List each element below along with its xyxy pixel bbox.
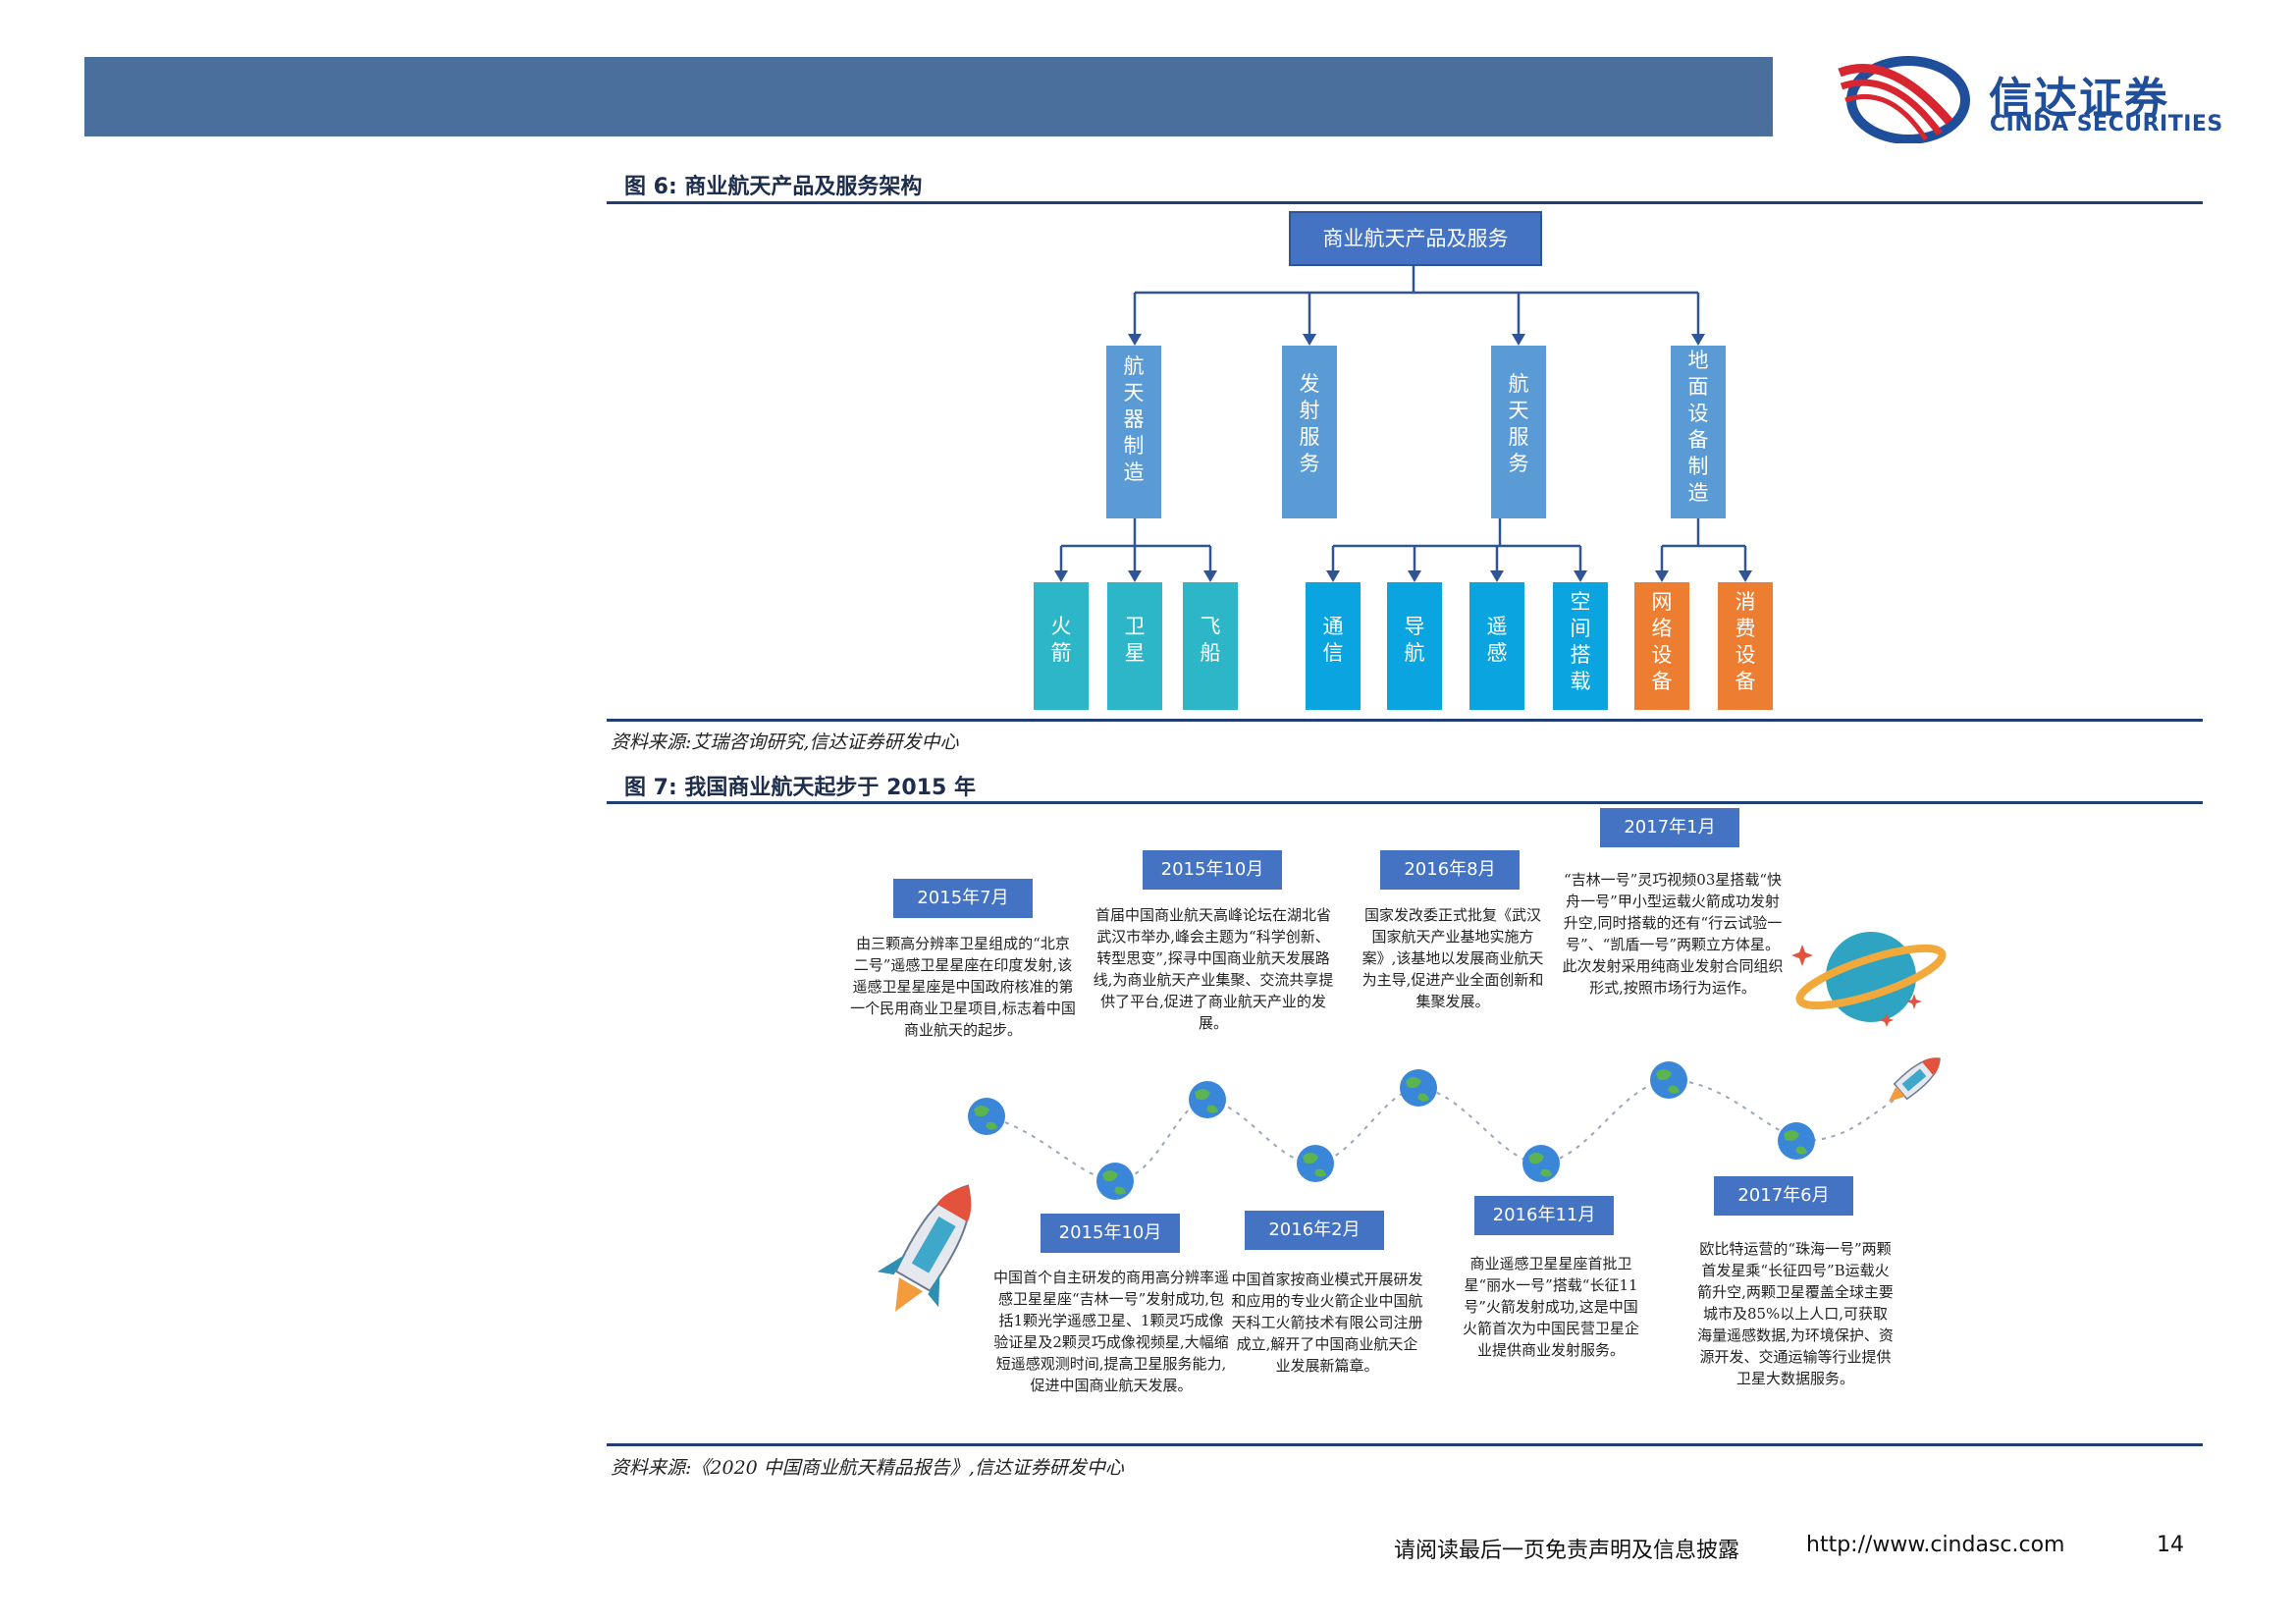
globe-icon — [1400, 1069, 1437, 1107]
figure6-leaf-box — [1306, 582, 1361, 710]
figure6-leaf-box — [1553, 582, 1608, 710]
header-bar — [84, 57, 1773, 136]
figure7-source: 资料来源:《2020 中国商业航天精品报告》,信达证券研发中心 — [611, 1457, 1124, 1479]
figure6-leaf-label: 火箭 — [1051, 615, 1072, 665]
timeline-event-text: 国家发改委正式批复《武汉国家航天产业基地实施方案》,该基地以发展商业航天为主导,… — [1362, 906, 1544, 1010]
figure6-root-label: 商业航天产品及服务 — [1323, 227, 1509, 250]
figure6-category-box — [1282, 346, 1337, 518]
globe-icon — [1189, 1081, 1226, 1118]
timeline-date-label: 2017年6月 — [1714, 1176, 1853, 1216]
logo-chinese-name: 信达证券 — [1989, 74, 2169, 124]
timeline-event-text: 中国首家按商业模式开展研发和应用的专业火箭企业中国航天科工火箭技术有限公司注册成… — [1231, 1271, 1423, 1375]
figure6-category-box — [1106, 346, 1161, 518]
globe-icon — [1778, 1122, 1815, 1160]
figure6-leaf-label: 网络设备 — [1652, 590, 1673, 693]
figure6-leaf-label: 导航 — [1405, 615, 1425, 665]
globe-icon — [1297, 1145, 1334, 1182]
figure6-source: 资料来源:艾瑞咨询研究,信达证券研发中心 — [611, 731, 959, 753]
figure6-category-label: 发射服务 — [1300, 372, 1320, 475]
globe-icon — [1522, 1145, 1560, 1182]
figure6-leaf-box — [1107, 582, 1162, 710]
figure6-title: 图 6: 商业航天产品及服务架构 — [624, 175, 923, 199]
figure7-bottom-rule — [607, 1443, 2203, 1446]
figure6-leaf-label: 消费设备 — [1735, 590, 1756, 693]
rocket-icon — [1888, 1057, 1941, 1102]
figure6-root-box — [1289, 211, 1542, 266]
cinda-logo-mark-icon — [1838, 56, 1970, 143]
timeline-date-label: 2015年10月 — [1041, 1214, 1180, 1253]
timeline-event-text: 商业遥感卫星星座首批卫星“丽水一号”搭载“长征11号”火箭发射成功,这是中国火箭… — [1462, 1255, 1639, 1359]
globe-icon — [1650, 1061, 1687, 1099]
figure6-connectors — [1059, 265, 1747, 572]
planet-icon — [1795, 932, 1947, 1022]
figure6-leaf-box — [1718, 582, 1773, 710]
figure6-category-label: 地面设备制造 — [1688, 349, 1709, 505]
globe-icon — [1096, 1163, 1134, 1200]
logo-english-name: CINDA SECURITIES — [1990, 112, 2223, 136]
sparkle-icon — [1791, 945, 1922, 1027]
timeline-event-text: “吉林一号”灵巧视频03星搭载“快舟一号”甲小型运载火箭成功发射升空,同时搭载的… — [1562, 871, 1784, 997]
figure6-category-label: 航天器制造 — [1124, 354, 1145, 484]
timeline-date-label: 2016年2月 — [1245, 1211, 1384, 1250]
timeline-event-text: 首届中国商业航天高峰论坛在湖北省武汉市举办,峰会主题为“科学创新、转型思变”,探… — [1093, 906, 1334, 1032]
timeline-date-label: 2015年10月 — [1143, 850, 1282, 890]
figure6-leaf-box — [1469, 582, 1524, 710]
figure6-leaf-label: 飞船 — [1201, 615, 1221, 665]
figure7-title: 图 7: 我国商业航天起步于 2015 年 — [624, 776, 976, 800]
page-number: 14 — [2157, 1533, 2184, 1557]
timeline-date-label: 2015年7月 — [893, 879, 1033, 918]
figure6-leaf-label: 空间搭载 — [1571, 590, 1591, 693]
figure6-top-rule — [607, 201, 2203, 204]
figure7-top-rule — [607, 801, 2203, 804]
figure6-category-label: 航天服务 — [1509, 372, 1529, 475]
timeline-date-label: 2016年8月 — [1380, 850, 1520, 890]
timeline-event-text: 由三颗高分辨率卫星组成的“北京二号”遥感卫星星座在印度发射,该遥感卫星星座是中国… — [850, 935, 1076, 1039]
figure6-category-box — [1491, 346, 1546, 518]
figure6-category-box — [1671, 346, 1726, 518]
figure6-leaf-box — [1034, 582, 1089, 710]
timeline-date-label: 2016年11月 — [1474, 1196, 1614, 1235]
figure6-leaf-box — [1634, 582, 1689, 710]
cinda-logo: 信达证券 CINDA SECURITIES — [1832, 53, 2222, 143]
timeline-date-label: 2017年1月 — [1600, 808, 1739, 847]
disclaimer-note: 请阅读最后一页免责声明及信息披露 — [1394, 1539, 1740, 1563]
figure6-leaf-label: 通信 — [1323, 615, 1344, 665]
figure6-arrowheads — [1054, 334, 1752, 582]
timeline-event-text: 中国首个自主研发的商用高分辨率遥感卫星星座“吉林一号”发射成功,包括1颗光学遥感… — [993, 1269, 1230, 1394]
website-link[interactable]: http://www.cindasc.com — [1806, 1533, 2065, 1557]
figure6-bottom-rule — [607, 719, 2203, 722]
globe-icon — [968, 1098, 1005, 1135]
figure6-leaf-label: 遥感 — [1487, 615, 1508, 665]
rocket-icon — [877, 1184, 972, 1312]
timeline-event-text: 欧比特运营的“珠海一号”两颗首发星乘“长征四号”B运载火箭升空,两颗卫星覆盖全球… — [1697, 1240, 1894, 1387]
figure6-leaf-label: 卫星 — [1125, 615, 1146, 665]
figure6-leaf-box — [1183, 582, 1238, 710]
figure6-leaf-box — [1387, 582, 1442, 710]
